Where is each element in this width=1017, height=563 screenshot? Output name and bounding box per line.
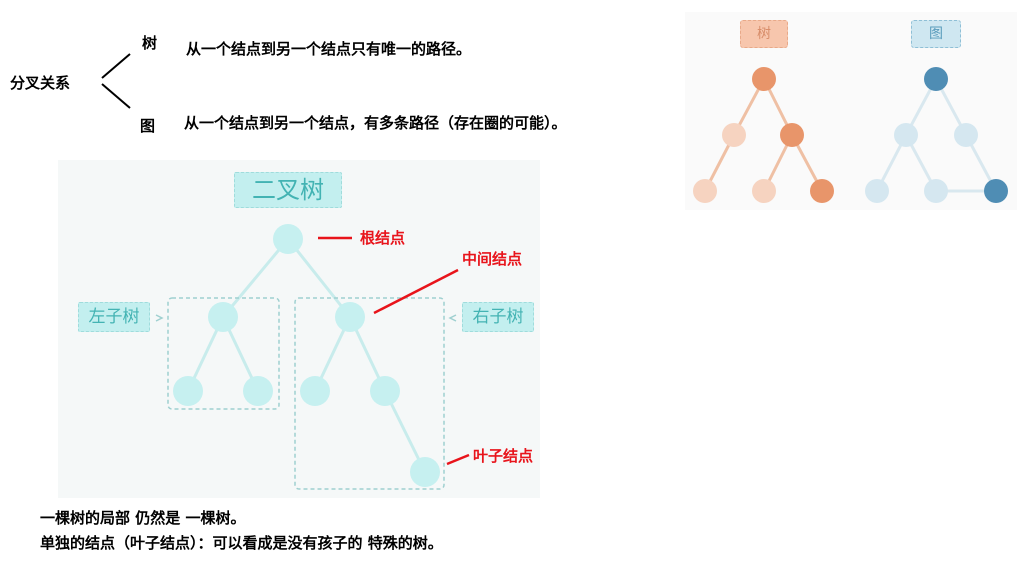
inner-node (370, 376, 400, 406)
leaf-node (173, 376, 203, 406)
right-subtree-arrow (448, 314, 457, 322)
leaf-pointer (446, 453, 470, 466)
graph-node (894, 123, 918, 147)
graph-tag: 图 (911, 20, 961, 48)
category-label: 分叉关系 (10, 74, 71, 92)
note-line-1: 一棵树的局部 仍然是 一棵树。 (40, 509, 246, 527)
tree-vs-graph-panel: 树 图 (685, 12, 1017, 210)
left-subtree-arrow (155, 314, 164, 322)
tree-leaf-highlight (810, 179, 834, 203)
tree-leaf-node (752, 179, 776, 203)
leaf-node (243, 376, 273, 406)
tree-vs-graph-figure (693, 67, 1008, 203)
tree-node (722, 123, 746, 147)
root-node-annotation: 根结点 (360, 229, 406, 247)
tree-definition: 从一个结点到另一个结点只有唯一的路径。 (186, 40, 472, 58)
root-node (273, 224, 303, 254)
tree-root-node (752, 67, 776, 91)
middle-pointer (373, 268, 459, 315)
binary-tree-title: 二叉树 (234, 172, 342, 208)
middle-node-annotation: 中间结点 (462, 250, 523, 268)
branch-bracket (101, 53, 131, 109)
binary-tree-figure (155, 224, 457, 490)
graph-node (924, 179, 948, 203)
right-subtree-box (294, 297, 445, 490)
leaf-node (300, 376, 330, 406)
leaf-node-annotation: 叶子结点 (473, 447, 534, 465)
graph-definition: 从一个结点到另一个结点，有多条路径（存在圈的可能）。 (184, 114, 567, 132)
binary-tree-panel: 二叉树 左子树 右子树 (58, 160, 540, 498)
graph-node (954, 123, 978, 147)
left-child-node (208, 302, 238, 332)
graph-top-node (924, 67, 948, 91)
right-subtree-label: 右子树 (462, 302, 534, 332)
graph-term: 图 (140, 117, 156, 135)
left-subtree-box (167, 297, 280, 410)
middle-node (335, 302, 365, 332)
left-subtree-label: 左子树 (78, 302, 150, 332)
note-line-2: 单独的结点（叶子结点）：可以看成是没有孩子的 特殊的树。 (40, 534, 443, 552)
leaf-node-bottom (410, 457, 440, 487)
graph-node-highlight (984, 179, 1008, 203)
graph-node (865, 179, 889, 203)
tree-node-highlight (780, 123, 804, 147)
tree-term: 树 (142, 34, 158, 52)
tree-leaf-node (693, 179, 717, 203)
tree-tag: 树 (740, 20, 788, 48)
